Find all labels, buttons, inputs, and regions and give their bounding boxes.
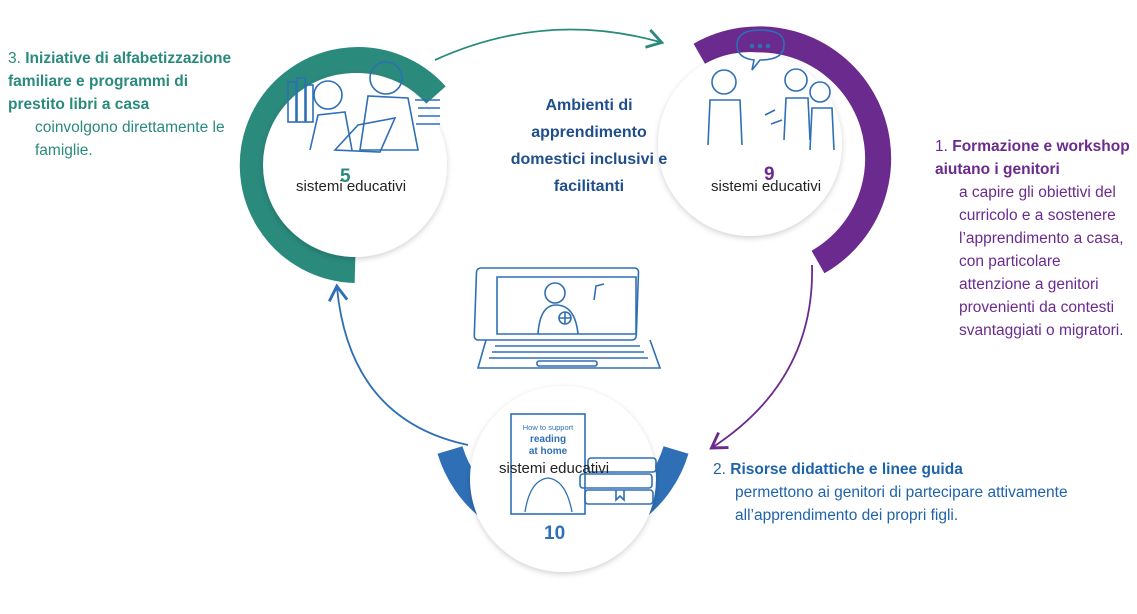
family-reading-icon [287,61,440,153]
arrow-right-to-bottom [709,264,813,450]
item-1-number: 1. [935,138,948,155]
laptop-video-call-icon [473,267,662,369]
item-3-text: 3. Iniziative di alfabetizzazione famili… [8,47,238,162]
book-cover-line3: at home [529,446,568,457]
circle-bottom: How to support reading at home [437,386,689,572]
item-3-number: 3. [8,50,21,67]
item-3-heading: Iniziative di alfabetizzazione familiare… [8,50,232,113]
item-3-body: coinvolgono direttamente le famiglie. [35,119,225,159]
circle-bottom-number: 10 [544,523,566,544]
item-2-text: 2. Risorse didattiche e linee guida perm… [713,458,1133,527]
parents-talking-icon [707,29,835,151]
item-1-heading: Formazione e workshop aiutano i genitori [935,138,1130,178]
circle-left [239,47,447,283]
item-2-number: 2. [713,461,726,478]
item-1-body: a capire gli obiettivi del curricolo e a… [959,184,1124,339]
circle-right-number: 9 [764,164,775,185]
item-1-text: 1. Formazione e workshop aiutano i genit… [935,135,1135,342]
center-title: Ambienti di apprendimento domestici incl… [510,97,668,195]
books-stack-icon [579,457,657,505]
guide-booklet-icon: How to support reading at home [510,413,586,515]
item-2-body: permettono ai genitori di partecipare at… [735,484,1068,524]
book-cover-line2: reading [530,434,566,445]
arrow-left-to-right [434,28,665,61]
book-cover-line1: How to support [523,423,574,432]
circle-left-label: sistemi educativi [296,178,407,195]
circle-right [658,26,892,274]
item-2-heading: Risorse didattiche e linee guida [730,461,963,478]
circle-bottom-label: sistemi educativi [499,460,610,477]
circle-left-number: 5 [340,166,351,187]
circle-right-label: sistemi educativi [711,178,822,195]
arrow-bottom-to-left [327,283,469,446]
circle-right-ring [693,26,892,274]
